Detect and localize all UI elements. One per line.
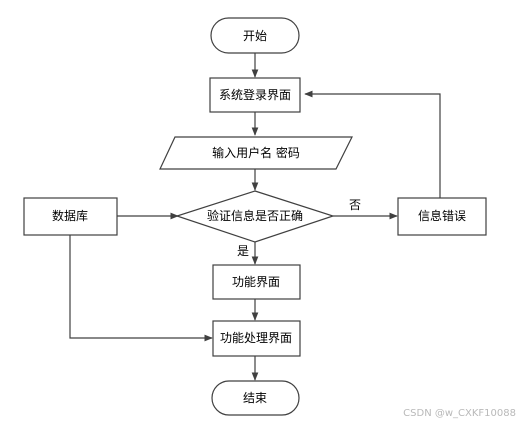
error-label: 信息错误 <box>418 208 466 223</box>
login-label: 系统登录界面 <box>219 87 291 102</box>
watermark: CSDN @w_CXKF10088 <box>403 408 516 419</box>
no-label: 否 <box>349 198 361 212</box>
edge-db-to-funcproc <box>69 235 213 342</box>
verify-label: 验证信息是否正确 <box>207 208 303 223</box>
db-label: 数据库 <box>52 208 88 223</box>
end-label: 结束 <box>243 391 267 405</box>
edges <box>69 53 441 381</box>
login-node: 系统登录界面 <box>209 77 301 113</box>
func-label: 功能界面 <box>232 275 280 289</box>
start-label: 开始 <box>243 29 267 43</box>
yes-label: 是 <box>237 244 249 258</box>
input-node: 输入用户名 密码 <box>159 136 353 170</box>
db-node: 数据库 <box>23 197 118 236</box>
funcproc-node: 功能处理界面 <box>212 320 301 357</box>
end-node: 结束 <box>211 380 300 416</box>
input-label: 输入用户名 密码 <box>212 145 300 160</box>
funcproc-label: 功能处理界面 <box>220 331 292 345</box>
error-node: 信息错误 <box>397 197 487 236</box>
edge-error-to-login <box>304 90 441 198</box>
start-node: 开始 <box>210 17 300 54</box>
func-node: 功能界面 <box>212 264 301 300</box>
verify-node: 验证信息是否正确 <box>175 190 335 243</box>
